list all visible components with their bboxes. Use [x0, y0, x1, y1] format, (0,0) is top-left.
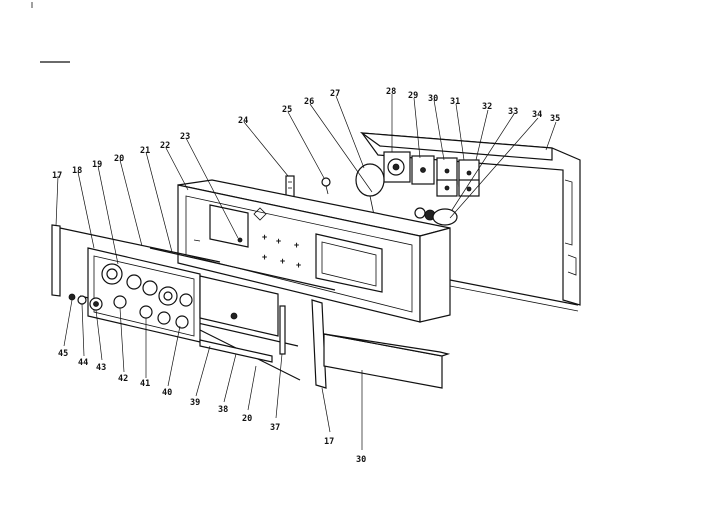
callout-42: 42	[118, 374, 128, 384]
control-housing: + + + + + +	[177, 179, 451, 323]
callout-20-bottom: 20	[242, 414, 252, 424]
callout-34: 34	[532, 110, 542, 120]
callout-25: 25	[282, 105, 292, 115]
lower-trim	[323, 333, 451, 389]
callout-45: 45	[58, 349, 68, 359]
callout-35: 35	[550, 114, 560, 124]
callout-40: 40	[162, 388, 172, 398]
switch-block	[383, 151, 480, 197]
callout-24: 24	[238, 116, 248, 126]
clock-part	[355, 163, 385, 217]
callout-27: 27	[330, 89, 340, 99]
front-control-panel	[87, 247, 201, 343]
callout-30-bottom: 30	[356, 455, 366, 465]
callout-22: 22	[160, 141, 170, 151]
leader-lines	[55, 94, 557, 450]
knob-parts	[68, 293, 103, 311]
callout-39: 39	[190, 398, 200, 408]
svg-text:+: +	[276, 237, 281, 247]
clip-25	[321, 177, 331, 195]
callout-17-left: 17	[52, 171, 62, 181]
callout-38: 38	[218, 405, 228, 415]
callout-31: 31	[450, 97, 460, 107]
svg-text:+: +	[296, 261, 301, 271]
svg-text:+: +	[280, 257, 285, 267]
lamp-assembly	[414, 207, 458, 226]
right-end-cap	[311, 299, 327, 389]
callout-30-top: 30	[428, 94, 438, 104]
callout-41: 41	[140, 379, 150, 389]
svg-text:+: +	[262, 253, 267, 263]
callout-32: 32	[482, 102, 492, 112]
svg-text:+: +	[262, 233, 267, 243]
callout-18: 18	[72, 166, 82, 176]
callout-28: 28	[386, 87, 396, 97]
callout-20-top: 20	[114, 154, 124, 164]
callout-labels: 17 18 19 20 21 22 23 24 25 26 27 28 29 3…	[52, 87, 560, 465]
callout-43: 43	[96, 363, 106, 373]
callout-19: 19	[92, 160, 102, 170]
callout-17-right: 17	[324, 437, 334, 447]
callout-23: 23	[180, 132, 190, 142]
callout-21: 21	[140, 146, 150, 156]
display-window	[199, 275, 279, 363]
trim-strip-37	[279, 305, 286, 355]
left-end-cap	[51, 224, 61, 297]
callout-26: 26	[304, 97, 314, 107]
svg-text:+: +	[294, 241, 299, 251]
callout-37: 37	[270, 423, 280, 433]
callout-44: 44	[78, 358, 88, 368]
callout-29: 29	[408, 91, 418, 101]
callout-33: 33	[508, 107, 518, 117]
